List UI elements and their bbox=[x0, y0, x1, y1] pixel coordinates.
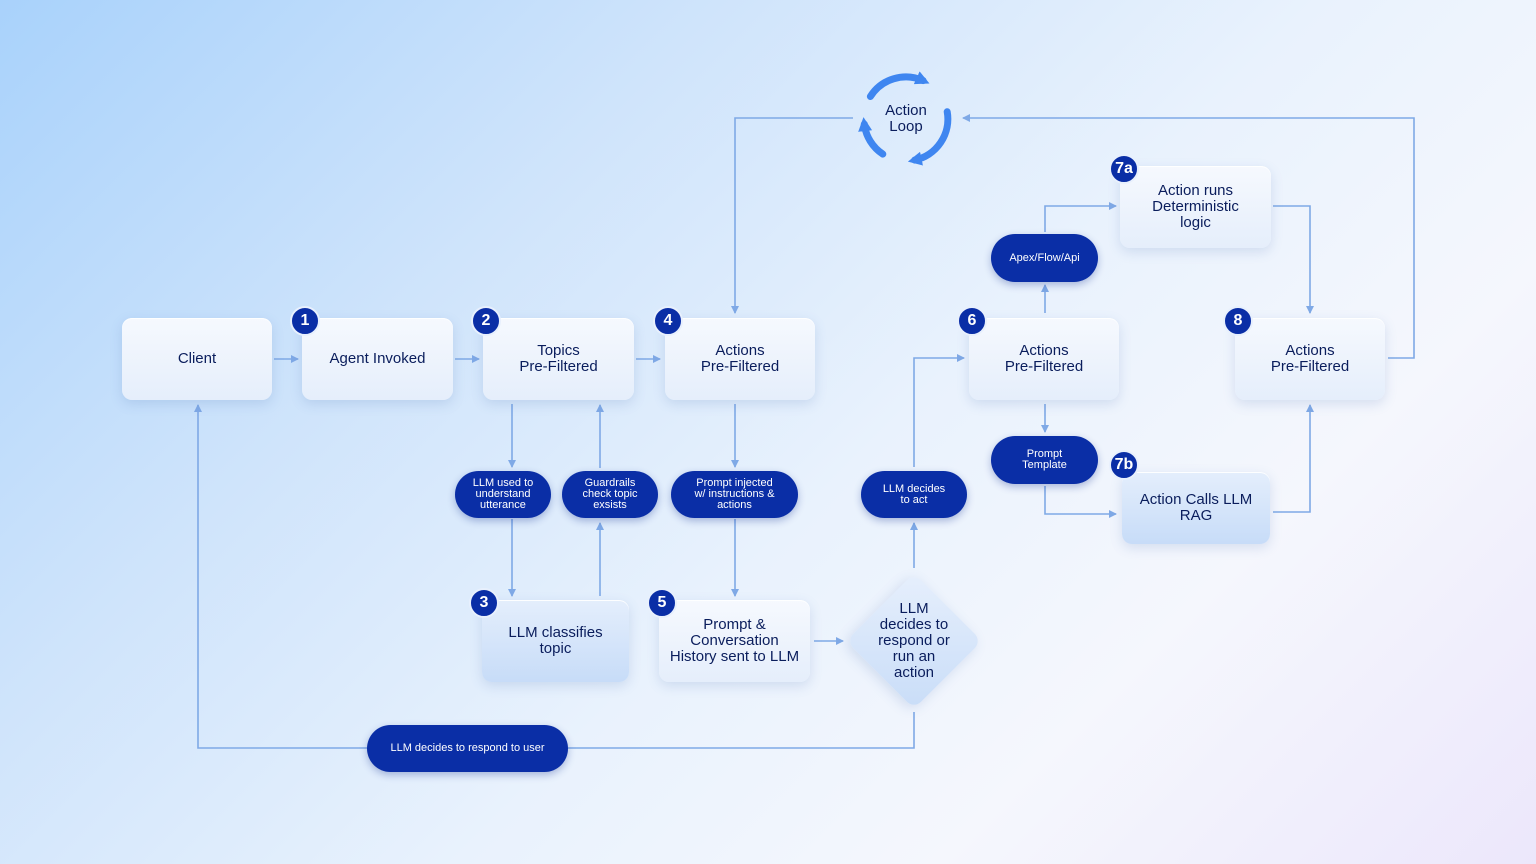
llm-decision-node: LLM decides to respond or run an action bbox=[844, 571, 984, 711]
llm-classifies-topic-node: LLM classifies topic bbox=[482, 600, 629, 682]
step-badge-7b: 7b bbox=[1109, 450, 1139, 480]
arrow-loop-actions4 bbox=[731, 117, 853, 314]
action-calls-llm-node: Action Calls LLM RAG bbox=[1122, 472, 1270, 544]
step-badge-8: 8 bbox=[1223, 306, 1253, 336]
step-badge-3: 3 bbox=[469, 588, 499, 618]
agent-invoked-node: Agent Invoked bbox=[302, 318, 453, 400]
arrow-apex-deterministic bbox=[1044, 202, 1117, 232]
actions-prefiltered-node-4: Actions Pre-Filtered bbox=[665, 318, 815, 400]
actions-prefiltered-node-8: Actions Pre-Filtered bbox=[1235, 318, 1385, 400]
circular-arrows-icon bbox=[858, 71, 952, 166]
client-node: Client bbox=[122, 318, 272, 400]
pill-prompt-injected: Prompt injected w/ instructions & action… bbox=[671, 471, 798, 518]
arrow-actions8-loop bbox=[962, 114, 1415, 359]
decision-text: LLM decides to respond or run an action bbox=[878, 600, 950, 681]
action-loop-label: Action Loop bbox=[885, 102, 927, 135]
arrow-calls-llm-actions8 bbox=[1273, 404, 1314, 513]
pill-prompt-template: Prompt Template bbox=[991, 436, 1098, 484]
pill-llm-respond-user: LLM decides to respond to user bbox=[367, 725, 568, 772]
step-badge-5: 5 bbox=[647, 588, 677, 618]
pill-llm-used: LLM used to understand utterance bbox=[455, 471, 551, 518]
pill-apex-flow-api: Apex/Flow/Api bbox=[991, 234, 1098, 282]
arrow-template-calls-llm bbox=[1044, 486, 1117, 518]
step-badge-2: 2 bbox=[471, 306, 501, 336]
step-badge-4: 4 bbox=[653, 306, 683, 336]
step-badge-1: 1 bbox=[290, 306, 320, 336]
topics-prefiltered-node: Topics Pre-Filtered bbox=[483, 318, 634, 400]
arrow-decides-act-actions6 bbox=[913, 354, 965, 467]
pill-guardrails: Guardrails check topic exsists bbox=[562, 471, 658, 518]
action-loop-node: Action Loop bbox=[855, 68, 957, 170]
action-deterministic-node: Action runs Deterministic logic bbox=[1120, 166, 1271, 248]
pill-llm-decides-act: LLM decides to act bbox=[861, 471, 967, 518]
prompt-history-node: Prompt & Conversation History sent to LL… bbox=[659, 600, 810, 682]
step-badge-6: 6 bbox=[957, 306, 987, 336]
actions-prefiltered-node-6: Actions Pre-Filtered bbox=[969, 318, 1119, 400]
arrow-deterministic-actions8 bbox=[1273, 205, 1314, 314]
arrow-respond-user-client bbox=[194, 404, 915, 749]
step-badge-7a: 7a bbox=[1109, 154, 1139, 184]
